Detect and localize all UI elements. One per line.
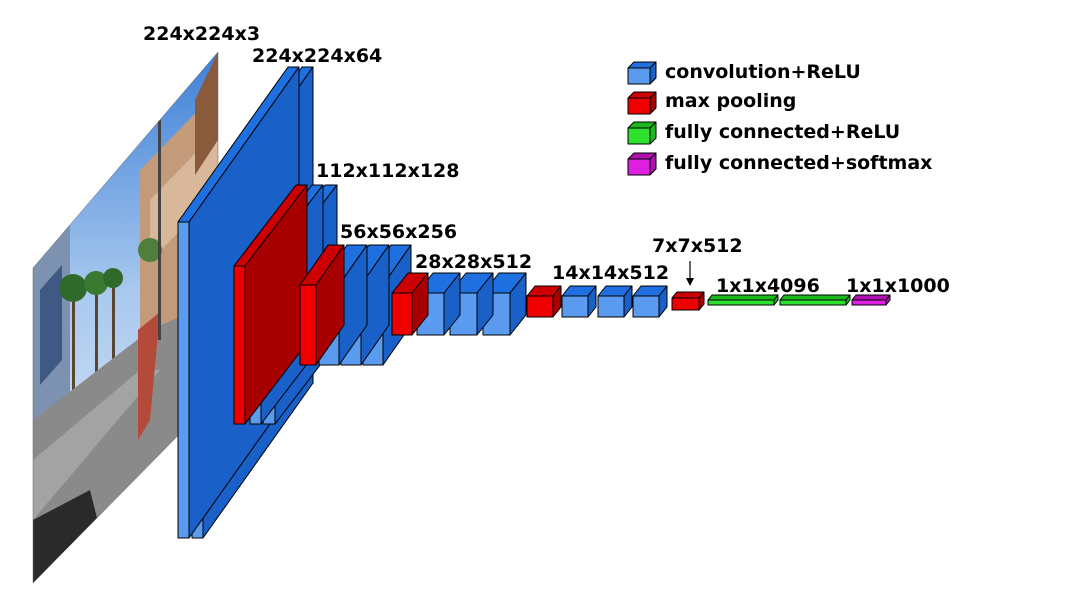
softmax-block bbox=[851, 294, 891, 306]
conv5-block-2 bbox=[597, 285, 633, 318]
pool2-block bbox=[299, 244, 345, 366]
fc2-block bbox=[779, 294, 851, 306]
pool3-block bbox=[391, 272, 429, 336]
pool4-block bbox=[526, 285, 562, 318]
fc1-block bbox=[707, 294, 779, 306]
label-pool5: 7x7x512 bbox=[652, 235, 743, 257]
label-input: 224x224x3 bbox=[143, 23, 260, 45]
legend-label-conv: convolution+ReLU bbox=[665, 61, 861, 83]
label-conv5: 14x14x512 bbox=[552, 262, 669, 284]
conv5-block-1 bbox=[561, 285, 597, 318]
pool5-arrow bbox=[686, 261, 694, 286]
label-softmax: 1x1x1000 bbox=[846, 275, 950, 297]
legend-swatch-fc bbox=[627, 121, 657, 145]
label-fc: 1x1x4096 bbox=[716, 275, 820, 297]
legend-item-fc: fully connected+ReLU bbox=[627, 121, 900, 145]
pool5-block bbox=[671, 291, 705, 311]
legend-swatch-box-0 bbox=[627, 61, 657, 85]
legend-item-conv: convolution+ReLU bbox=[627, 61, 861, 85]
conv5-block-3 bbox=[632, 285, 668, 318]
label-conv3: 56x56x256 bbox=[340, 221, 457, 243]
legend-swatch-box-2 bbox=[627, 121, 657, 145]
legend-item-softmax: fully connected+softmax bbox=[627, 152, 932, 176]
legend-label-pool: max pooling bbox=[665, 90, 796, 112]
legend-swatch-softmax bbox=[627, 152, 657, 176]
legend-label-softmax: fully connected+softmax bbox=[665, 152, 932, 174]
pool1-block bbox=[233, 184, 308, 425]
label-conv4: 28x28x512 bbox=[415, 251, 532, 273]
legend-swatch-pool bbox=[627, 91, 657, 115]
legend-label-fc: fully connected+ReLU bbox=[665, 121, 900, 143]
legend-swatch-box-1 bbox=[627, 91, 657, 115]
legend-swatch-conv bbox=[627, 61, 657, 85]
network-blocks bbox=[177, 66, 891, 539]
label-conv2: 112x112x128 bbox=[316, 160, 460, 182]
legend-item-pool: max pooling bbox=[627, 90, 796, 115]
legend-swatch-box-3 bbox=[627, 152, 657, 176]
legend: convolution+ReLU max pooling fully conne… bbox=[627, 61, 932, 176]
label-conv1: 224x224x64 bbox=[252, 45, 382, 67]
